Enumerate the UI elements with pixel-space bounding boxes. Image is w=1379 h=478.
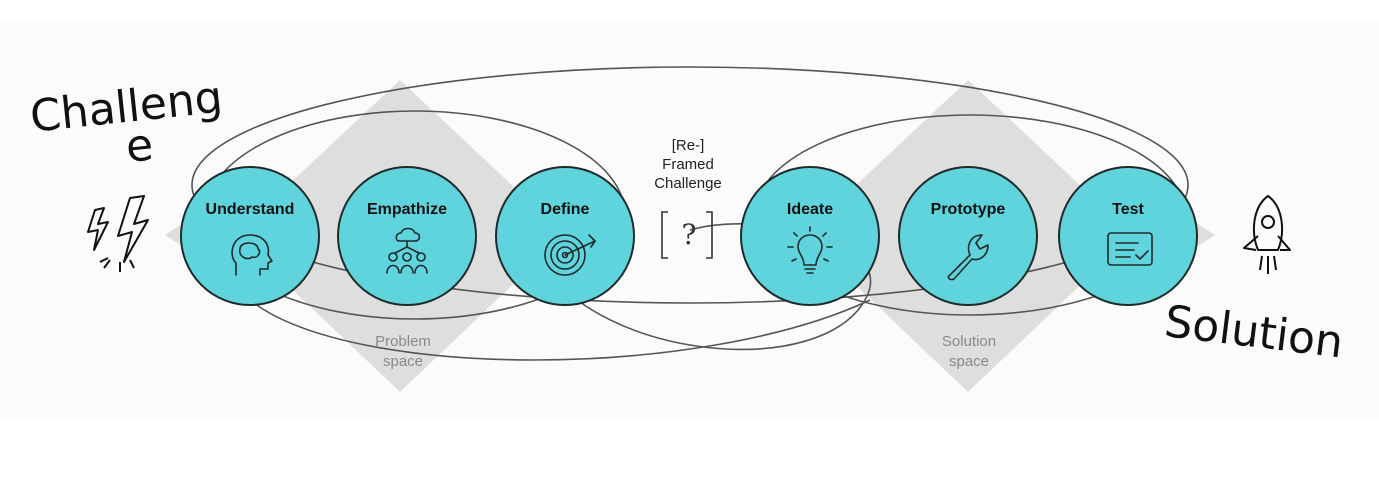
stage-circle-test [1058,166,1198,306]
stage-title-empathize: Empathize [366,201,447,218]
lightning-icon [87,195,149,272]
rocket-icon [1243,195,1291,274]
head-brain-icon [231,234,273,276]
return-loop-lower [249,299,871,361]
problem-space-label: Problem space [343,332,463,372]
people-cloud-icon [386,227,428,274]
stage-circles [180,166,1198,306]
solution-space-label: Solution space [909,332,1029,372]
center-line-right [1195,222,1215,248]
stage-circle-ideate [740,166,880,306]
stage-circle-prototype [898,166,1038,306]
stage-circle-understand [180,166,320,306]
problem-space-line2: space [382,353,424,370]
stage-circle-empathize [337,166,477,306]
stage-title-understand: Understand [205,201,295,218]
stage-title-test: Test [1112,201,1144,218]
reframed-line3: Challenge [654,175,722,192]
outer-loop [191,66,1189,304]
reframe-bracket-icon [661,211,713,259]
problem-space-line1: Problem [375,333,431,350]
stage-title-ideate: Ideate [786,201,834,218]
solution-space-line2: space [948,353,990,370]
stage-title-prototype: Prototype [930,201,1006,218]
target-arrow-icon [544,234,596,276]
reframed-line1: [Re-] [671,137,705,154]
reframe-question-mark: ? [681,218,697,251]
solution-space-line1: Solution [941,333,997,350]
reframed-line2: Framed [662,156,714,173]
center-line-left [165,222,185,248]
reframed-challenge-label: [Re-] Framed Challenge [628,136,748,193]
stage-circle-define [495,166,635,306]
wrench-icon [947,234,989,281]
stage-title-define: Define [540,201,590,218]
lightbulb-icon [787,226,833,274]
checklist-icon [1107,232,1153,266]
